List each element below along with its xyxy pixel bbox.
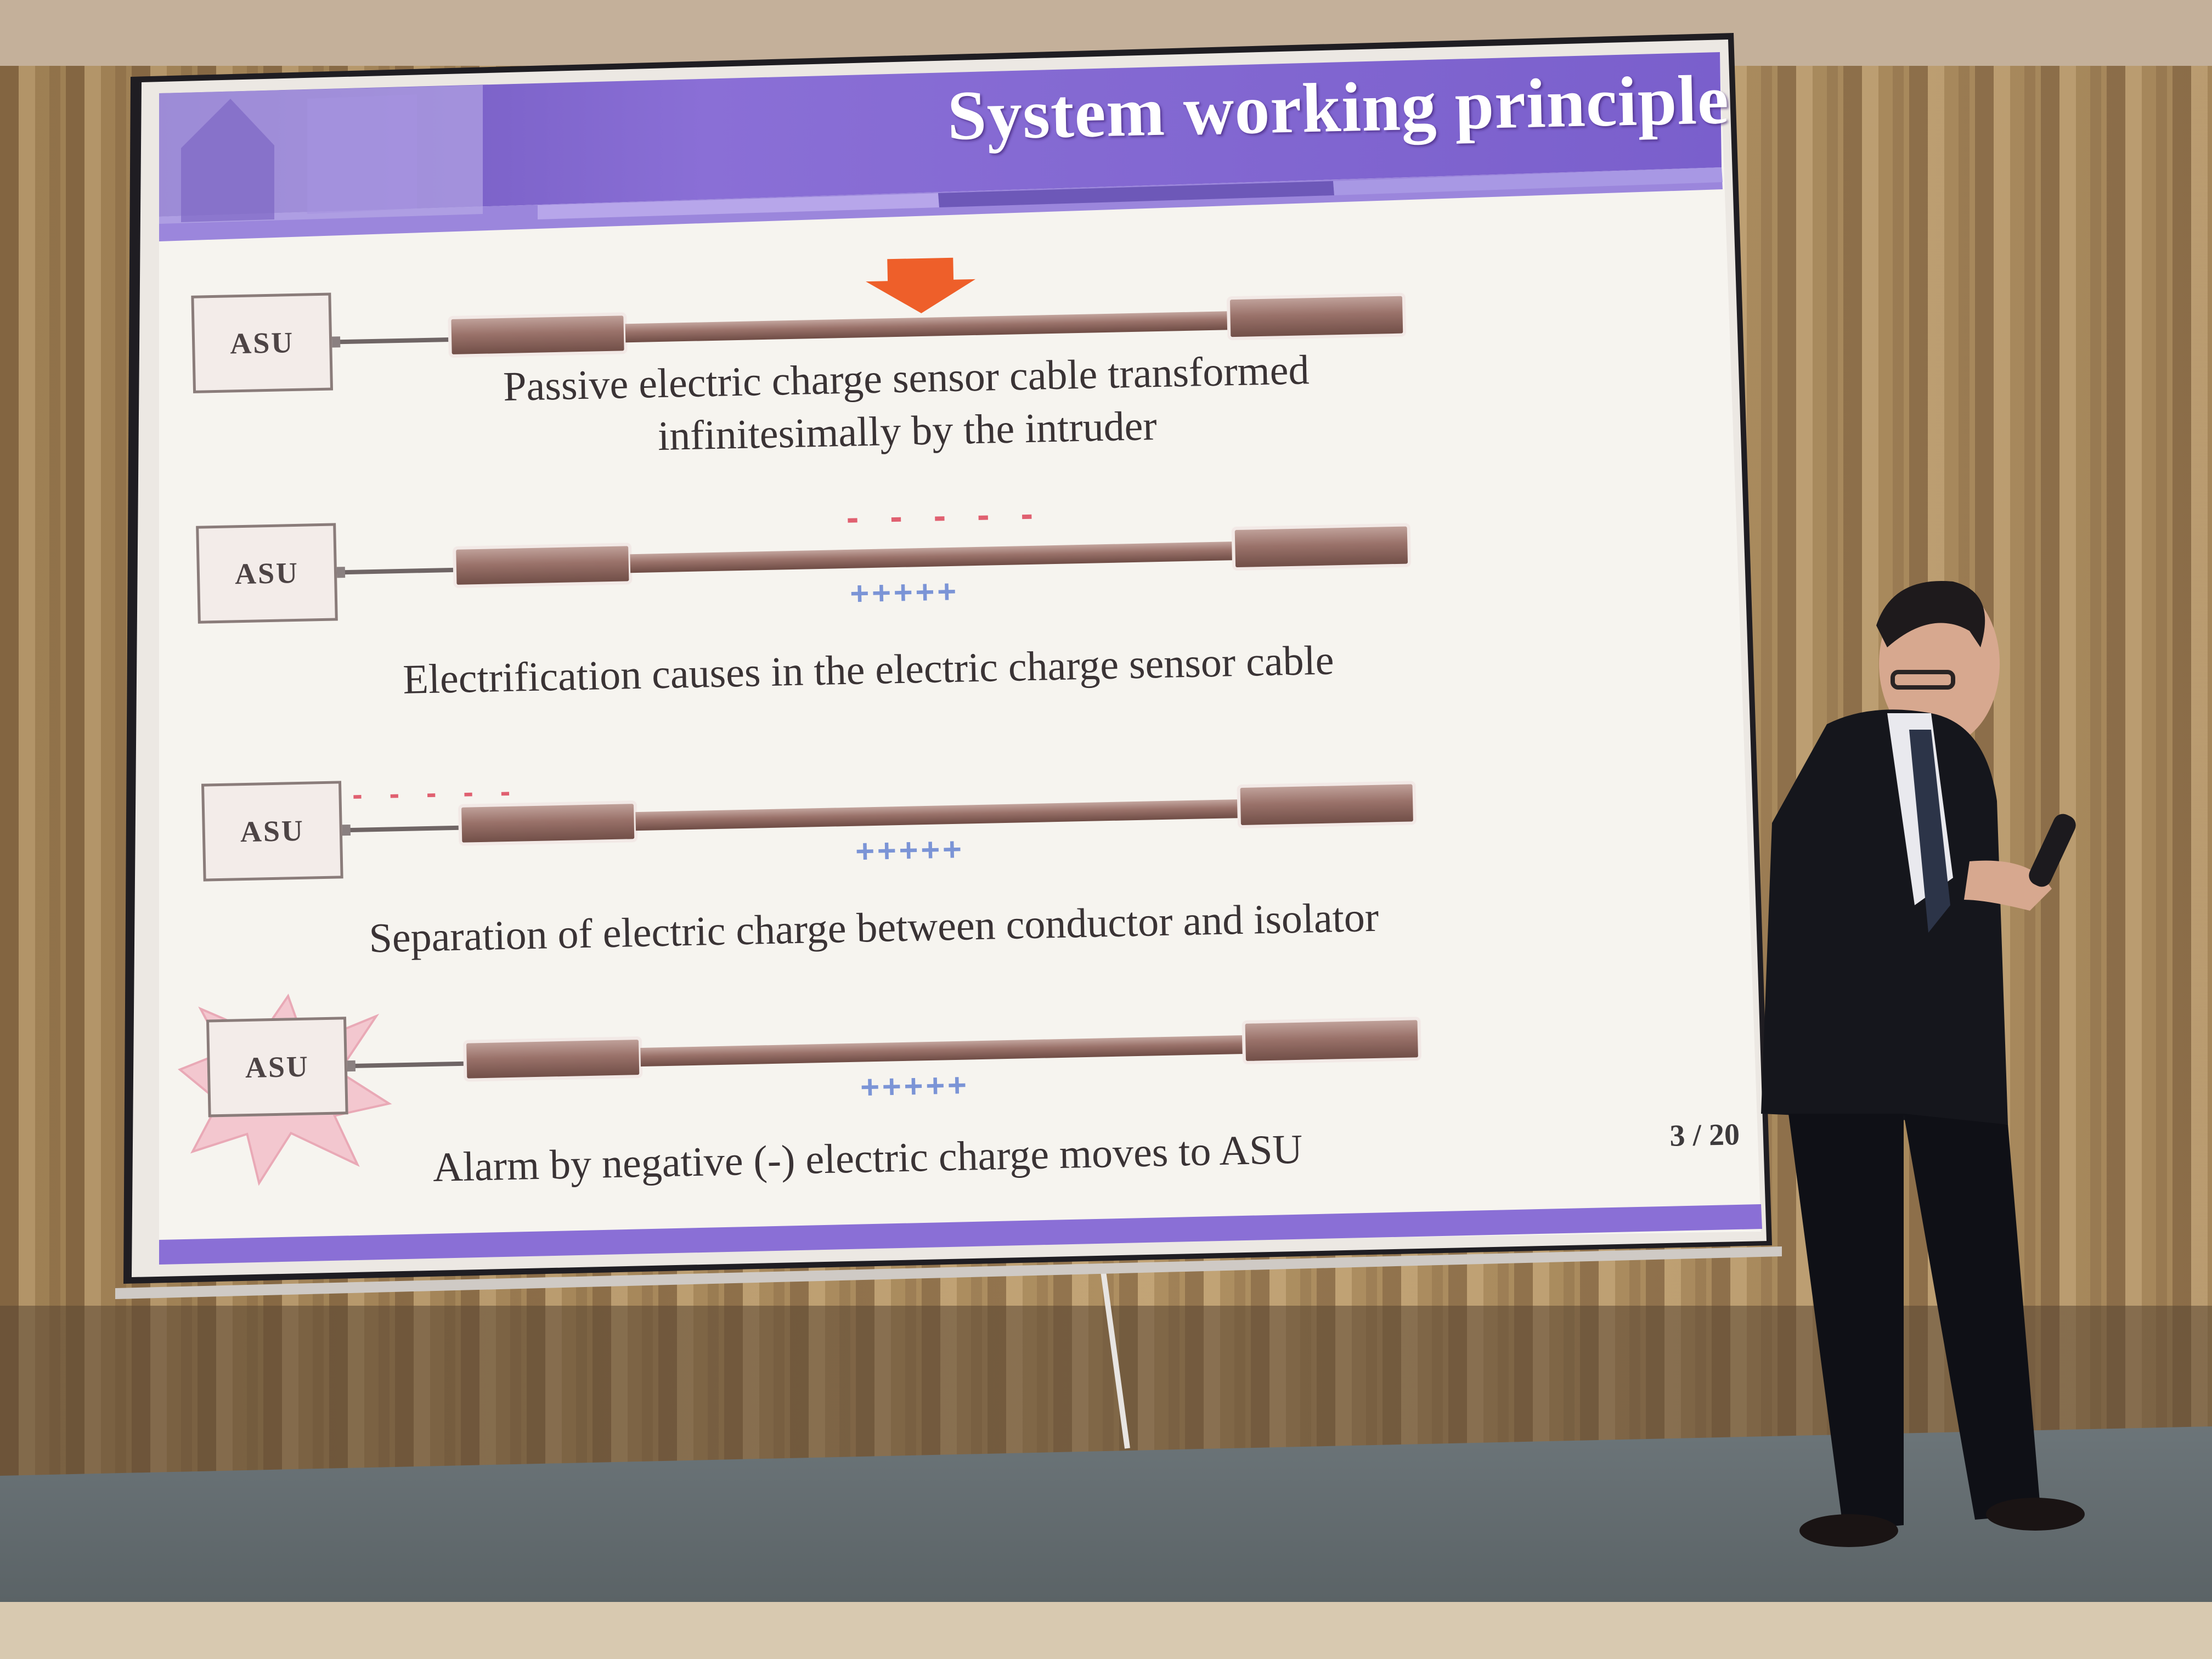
asu-box: ASU: [196, 523, 338, 624]
positive-charges: +++++: [850, 573, 960, 611]
step-4: ASU +++++ Alarm by negative (-) electric…: [178, 954, 1774, 1218]
asu-box: ASU: [206, 1017, 348, 1118]
presentation-slide: System working principle ASU Passive ele…: [159, 43, 1774, 1217]
negative-charges: - - - - -: [349, 777, 517, 811]
presenter: [1761, 581, 2085, 1547]
intruder-arrow: [866, 257, 976, 313]
step-1: ASU Passive electric charge sensor cable…: [163, 230, 1758, 494]
step-3: ASU - - - - - +++++ Separation of electr…: [173, 718, 1769, 982]
step-2: ASU - - - - - +++++ Electrification caus…: [168, 460, 1763, 724]
sensor-cable: [329, 257, 1407, 358]
slide-title: System working principle: [946, 60, 1730, 155]
asu-box: ASU: [201, 781, 343, 882]
positive-charges: +++++: [860, 1066, 970, 1105]
negative-charges: - - - - -: [843, 497, 1040, 538]
asu-box: ASU: [191, 292, 334, 393]
positive-charges: +++++: [855, 831, 966, 869]
sensor-cable: [334, 523, 1412, 588]
sensor-cable: [339, 781, 1417, 846]
page-indicator: 3 / 20: [1669, 1118, 1740, 1153]
step-caption: Passive electric charge sensor cable tra…: [385, 341, 1429, 469]
